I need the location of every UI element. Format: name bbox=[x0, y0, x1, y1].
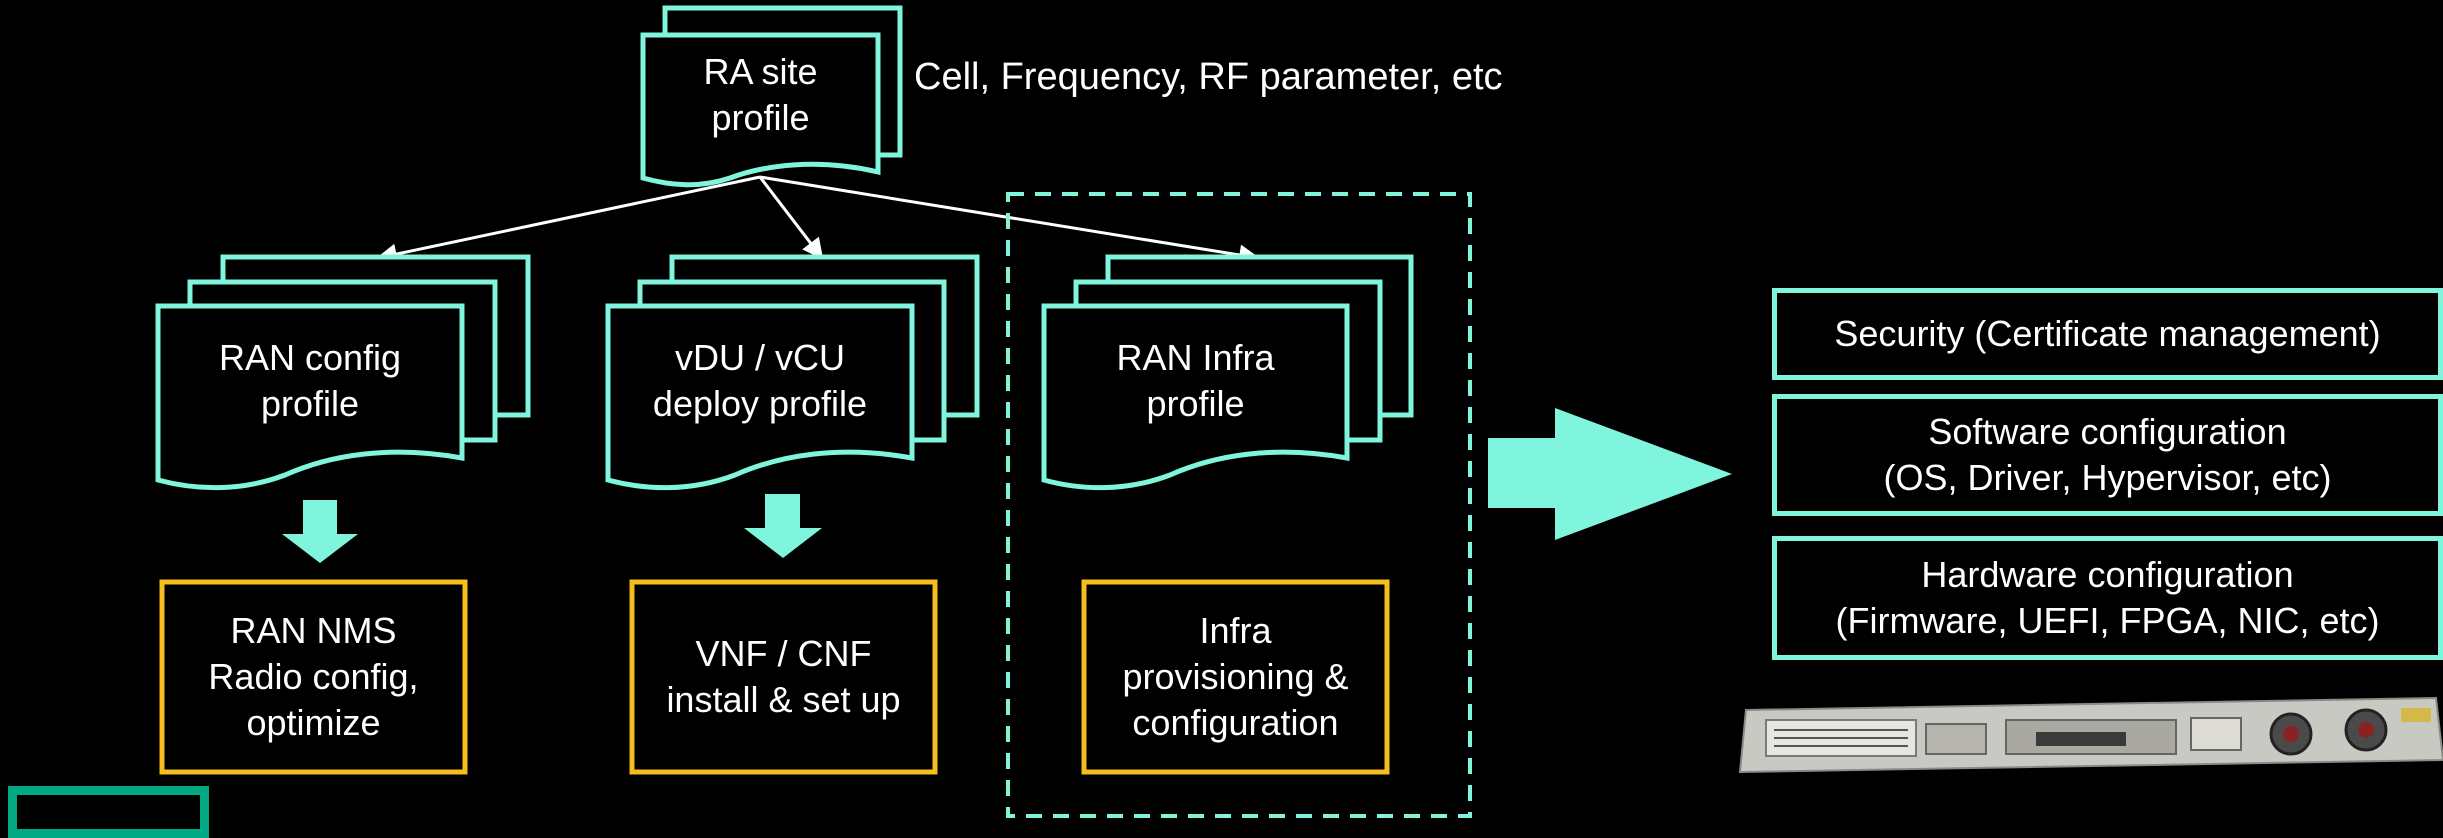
down-arrow-icon bbox=[282, 500, 358, 563]
down-arrow-icon bbox=[744, 494, 822, 558]
vnf-cnf-label: VNF / CNF install & set up bbox=[666, 633, 901, 720]
infra-provisioning-label: Infra provisioning & configuration bbox=[1122, 610, 1349, 743]
hardware-configuration-layer: Hardware configuration (Firmware, UEFI, … bbox=[1772, 536, 2443, 660]
vdu-vcu-profile-label: vDU / vCU deploy profile bbox=[652, 337, 868, 424]
ran-config-profile-stack-icon bbox=[155, 254, 531, 491]
right-arrow-icon bbox=[1488, 408, 1732, 540]
site-profile-document-icon bbox=[640, 5, 903, 188]
profile-connectors bbox=[375, 175, 1261, 266]
security-layer: Security (Certificate management) bbox=[1772, 288, 2443, 380]
software-configuration-layer: Software configuration (OS, Driver, Hype… bbox=[1772, 394, 2443, 516]
site-profile-label: RA site profile bbox=[703, 51, 818, 138]
hpe-logo bbox=[8, 786, 209, 838]
ran-nms-label: RAN NMS Radio config, optimize bbox=[208, 610, 419, 743]
rack-server-image bbox=[1738, 696, 2443, 774]
site-profile-annotation: Cell, Frequency, RF parameter, etc bbox=[914, 56, 1503, 98]
vnf-cnf-box bbox=[629, 579, 938, 775]
ran-config-profile-label: RAN config profile bbox=[218, 337, 402, 424]
ran-nms-box bbox=[159, 579, 468, 775]
vdu-vcu-profile-stack-icon bbox=[605, 254, 980, 491]
infra-group-dashed-border bbox=[1006, 192, 1472, 818]
ran-infra-profile-label: RAN Infra profile bbox=[1116, 337, 1275, 424]
infra-provisioning-box bbox=[1081, 579, 1390, 775]
ran-infra-profile-stack-icon bbox=[1041, 254, 1414, 491]
